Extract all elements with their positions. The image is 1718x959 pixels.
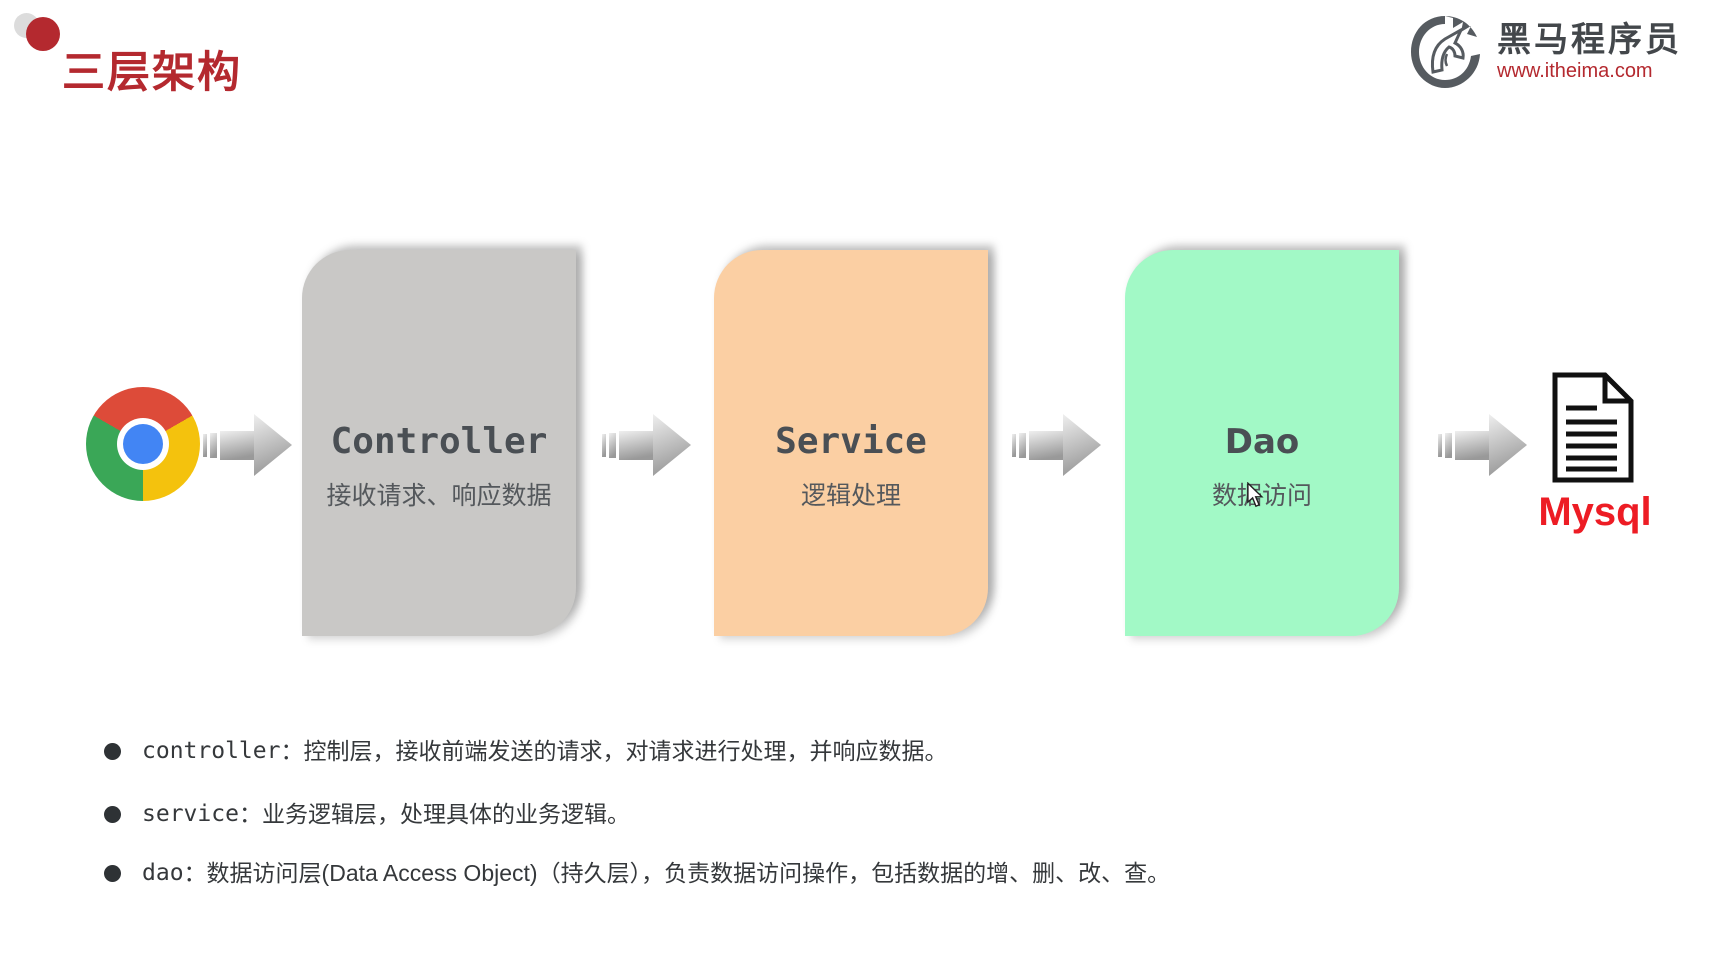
right-arrow-icon <box>203 414 292 476</box>
service-layer-box: Service 逻辑处理 <box>714 250 988 636</box>
layer-title: Service <box>775 421 927 462</box>
controller-layer-box: Controller 接收请求、响应数据 <box>302 250 576 636</box>
chrome-browser-icon <box>86 387 200 501</box>
brand-url: www.itheima.com <box>1497 60 1653 82</box>
bullet-term: dao <box>142 860 184 886</box>
bullet-service: service：业务逻辑层，处理具体的业务逻辑。 <box>104 799 630 829</box>
chrome-blue-center <box>123 424 163 464</box>
decorative-red-circle <box>26 17 60 51</box>
bullet-text: ：数据访问层(Data Access Object)（持久层），负责数据访问操作… <box>183 860 1171 886</box>
bullet-text: ：业务逻辑层，处理具体的业务逻辑。 <box>238 801 630 827</box>
layer-subtitle: 逻辑处理 <box>800 482 901 510</box>
bullet-dot <box>104 742 121 760</box>
layer-title: Dao <box>1224 422 1300 462</box>
page-title: 三层架构 <box>62 49 242 97</box>
bullet-dot <box>104 805 121 823</box>
brand-logo: 黑马程序员 www.itheima.com <box>1403 10 1682 94</box>
bullet-dao: dao：数据访问层(Data Access Object)（持久层），负责数据访… <box>104 858 1170 888</box>
bullet-term: controller <box>142 738 281 764</box>
dao-layer-box: Dao 数据访问 <box>1125 250 1399 636</box>
right-arrow-icon <box>1012 414 1101 476</box>
layer-title: Controller <box>330 421 548 462</box>
mouse-cursor-icon <box>1247 482 1264 508</box>
horse-logo-icon <box>1411 16 1480 88</box>
bullet-term: service <box>142 801 239 827</box>
bullet-text: ：控制层，接收前端发送的请求，对请求进行处理，并响应数据。 <box>280 738 948 764</box>
right-arrow-icon <box>1438 414 1527 476</box>
document-icon <box>1552 372 1634 483</box>
brand-name: 黑马程序员 <box>1497 21 1682 59</box>
right-arrow-icon <box>602 414 691 476</box>
bullet-controller: controller：控制层，接收前端发送的请求，对请求进行处理，并响应数据。 <box>104 736 947 766</box>
database-label: Mysql <box>1538 490 1652 534</box>
layer-subtitle: 接收请求、响应数据 <box>326 482 552 510</box>
bullet-dot <box>104 864 121 882</box>
